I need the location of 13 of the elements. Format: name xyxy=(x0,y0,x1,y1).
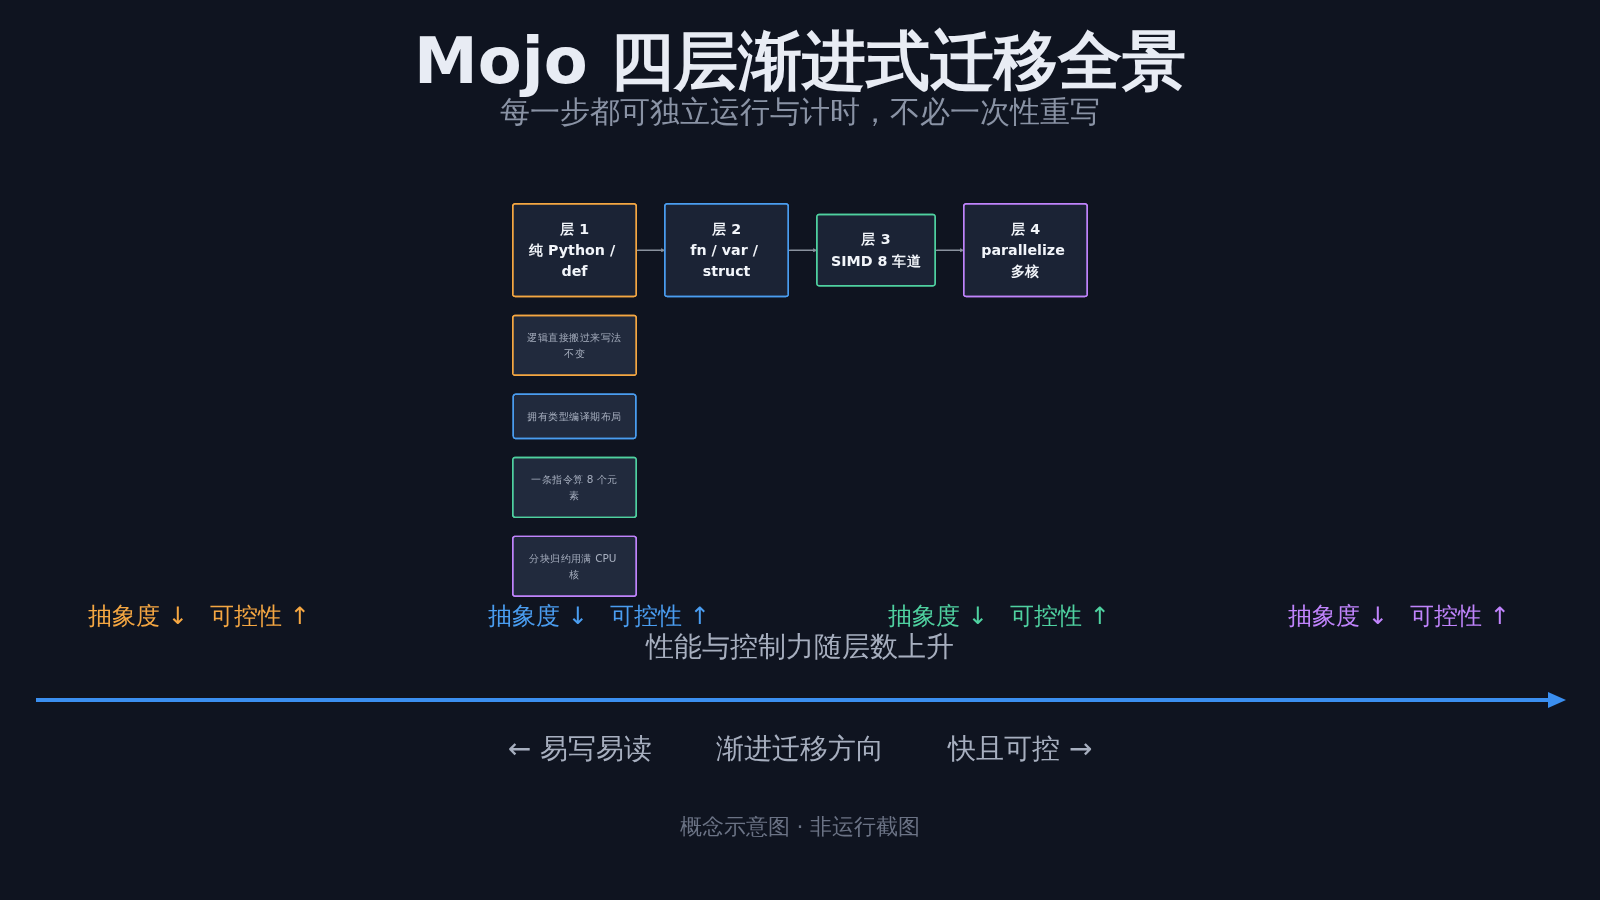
trend-label: 抽象度 ↓ xyxy=(488,601,588,632)
direction-label: ← 易写易读 xyxy=(507,731,652,767)
trend-label: 可控性 ↑ xyxy=(1010,601,1110,632)
trend-label: 抽象度 ↓ xyxy=(88,601,188,632)
trend-label: 可控性 ↑ xyxy=(210,601,310,632)
trend-label: 抽象度 ↓ xyxy=(888,601,988,632)
trend-label: 抽象度 ↓ xyxy=(1288,601,1388,632)
direction-label: 渐进迁移方向 xyxy=(716,731,884,767)
trend-label: 可控性 ↑ xyxy=(610,601,710,632)
direction-label: 快且可控 → xyxy=(948,731,1093,767)
caption: 概念示意图 · 非运行截图 xyxy=(679,814,921,839)
axis-label: 性能与控制力随层数上升 xyxy=(646,629,954,665)
trend-label: 可控性 ↑ xyxy=(1410,601,1510,632)
